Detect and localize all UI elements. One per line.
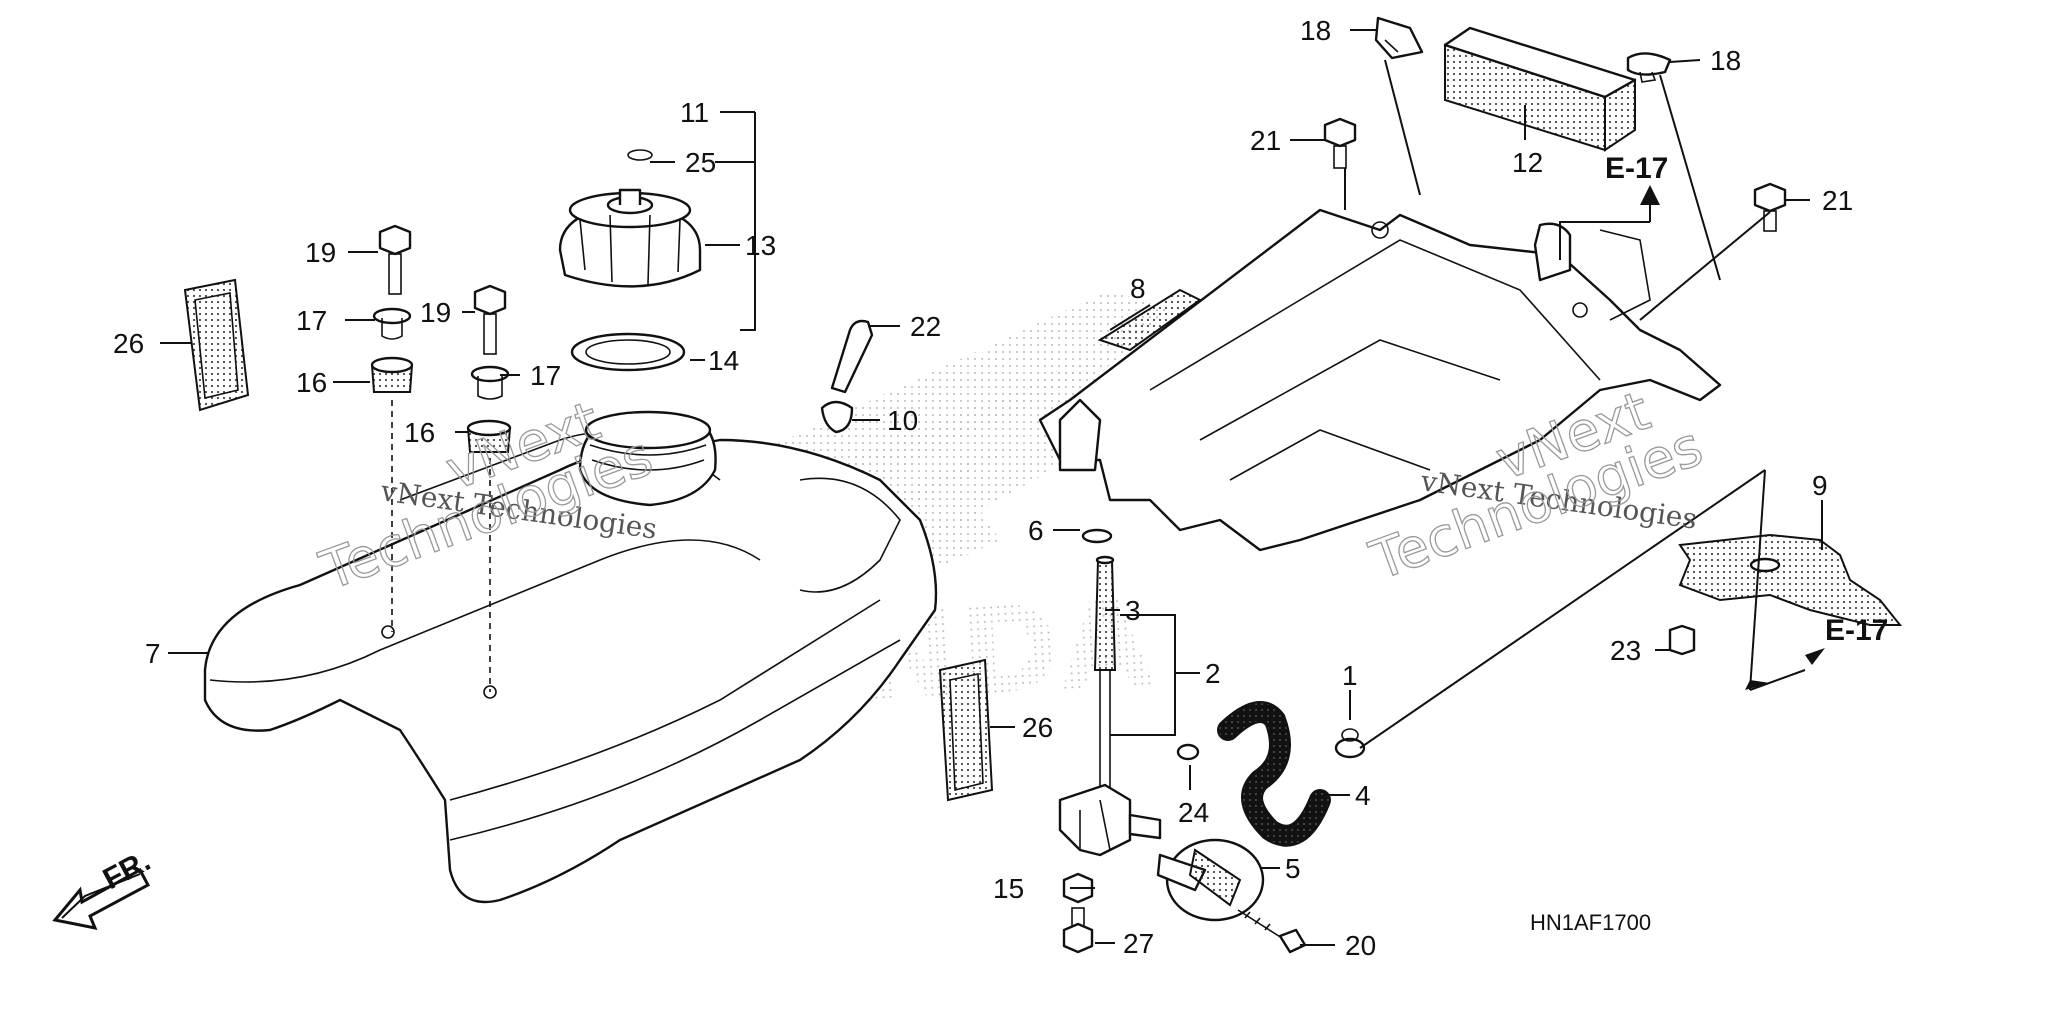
leader-lines (160, 29, 1825, 946)
callout-9: 9 (1812, 470, 1828, 501)
rubber-16-left (370, 356, 414, 393)
collar-17-left (372, 307, 412, 340)
bolt-27 (1062, 907, 1094, 954)
callout-8: 8 (1130, 273, 1146, 304)
strap-band-26-left (183, 278, 250, 412)
bolt-21-right (1753, 182, 1787, 232)
rubber-16-right (466, 419, 512, 453)
callout-19a: 19 (305, 237, 336, 268)
callout-16b: 16 (404, 417, 435, 448)
tank-shroud (1038, 208, 1722, 552)
callout-17b: 17 (530, 360, 561, 391)
callout-4: 4 (1355, 780, 1371, 811)
callout-18a: 18 (1300, 15, 1331, 46)
heat-guard-plate (1678, 533, 1903, 626)
bolt-23 (1668, 624, 1696, 656)
fuel-filler-cap (558, 188, 702, 288)
callout-5: 5 (1285, 853, 1301, 884)
callout-14: 14 (708, 345, 739, 376)
bolt-19-right (473, 284, 507, 355)
callout-11: 11 (680, 97, 709, 128)
callout-17a: 17 (296, 305, 327, 336)
callout-13: 13 (745, 230, 776, 261)
clip-18-right (1626, 52, 1672, 83)
reference-mark-e17-right: E-17 (1825, 614, 1888, 647)
callout-labels: 1 2 3 4 5 6 7 8 9 10 11 12 13 14 15 16 1… (113, 15, 1853, 961)
screw-20 (1237, 909, 1307, 954)
strap-band-26-right (938, 658, 994, 802)
tube-clip-24 (1176, 743, 1200, 761)
callout-18b: 18 (1710, 45, 1741, 76)
bolt-19-left (378, 224, 412, 295)
callout-10: 10 (887, 405, 918, 436)
callout-15: 15 (993, 873, 1024, 904)
callout-2: 2 (1205, 658, 1221, 689)
callout-26b: 26 (1022, 712, 1053, 743)
callout-21a: 21 (1250, 125, 1281, 156)
tube-clip-1 (1334, 737, 1366, 759)
foam-seal-12 (1443, 26, 1637, 152)
callout-16a: 16 (296, 367, 327, 398)
callout-21b: 21 (1822, 185, 1853, 216)
fuel-cock-lever (1156, 838, 1265, 922)
callout-1: 1 (1342, 660, 1358, 691)
callout-12: 12 (1512, 147, 1543, 178)
callout-6: 6 (1028, 515, 1044, 546)
clip-18-left (1374, 16, 1424, 60)
diagram-code: HN1AF1700 (1530, 910, 1651, 935)
reference-mark-e17-top: E-17 (1605, 152, 1668, 185)
callout-20: 20 (1345, 930, 1376, 961)
callout-3: 3 (1125, 595, 1141, 626)
fuel-tank (203, 410, 938, 904)
callout-26a: 26 (113, 328, 144, 359)
callout-27: 27 (1123, 928, 1154, 959)
callout-25: 25 (685, 147, 716, 178)
callout-23: 23 (1610, 635, 1641, 666)
fuel-tube (1217, 701, 1331, 847)
collar-17-right (470, 365, 510, 400)
fuel-cock (1058, 783, 1162, 857)
washer-6 (1081, 528, 1113, 544)
callout-19b: 19 (420, 297, 451, 328)
bolt-21-left (1323, 117, 1357, 169)
callout-22: 22 (910, 311, 941, 342)
front-arrow-icon (52, 867, 151, 931)
callout-24: 24 (1178, 797, 1209, 828)
joint-22 (830, 319, 874, 394)
grommet-10 (820, 400, 854, 434)
callout-7: 7 (145, 638, 161, 669)
